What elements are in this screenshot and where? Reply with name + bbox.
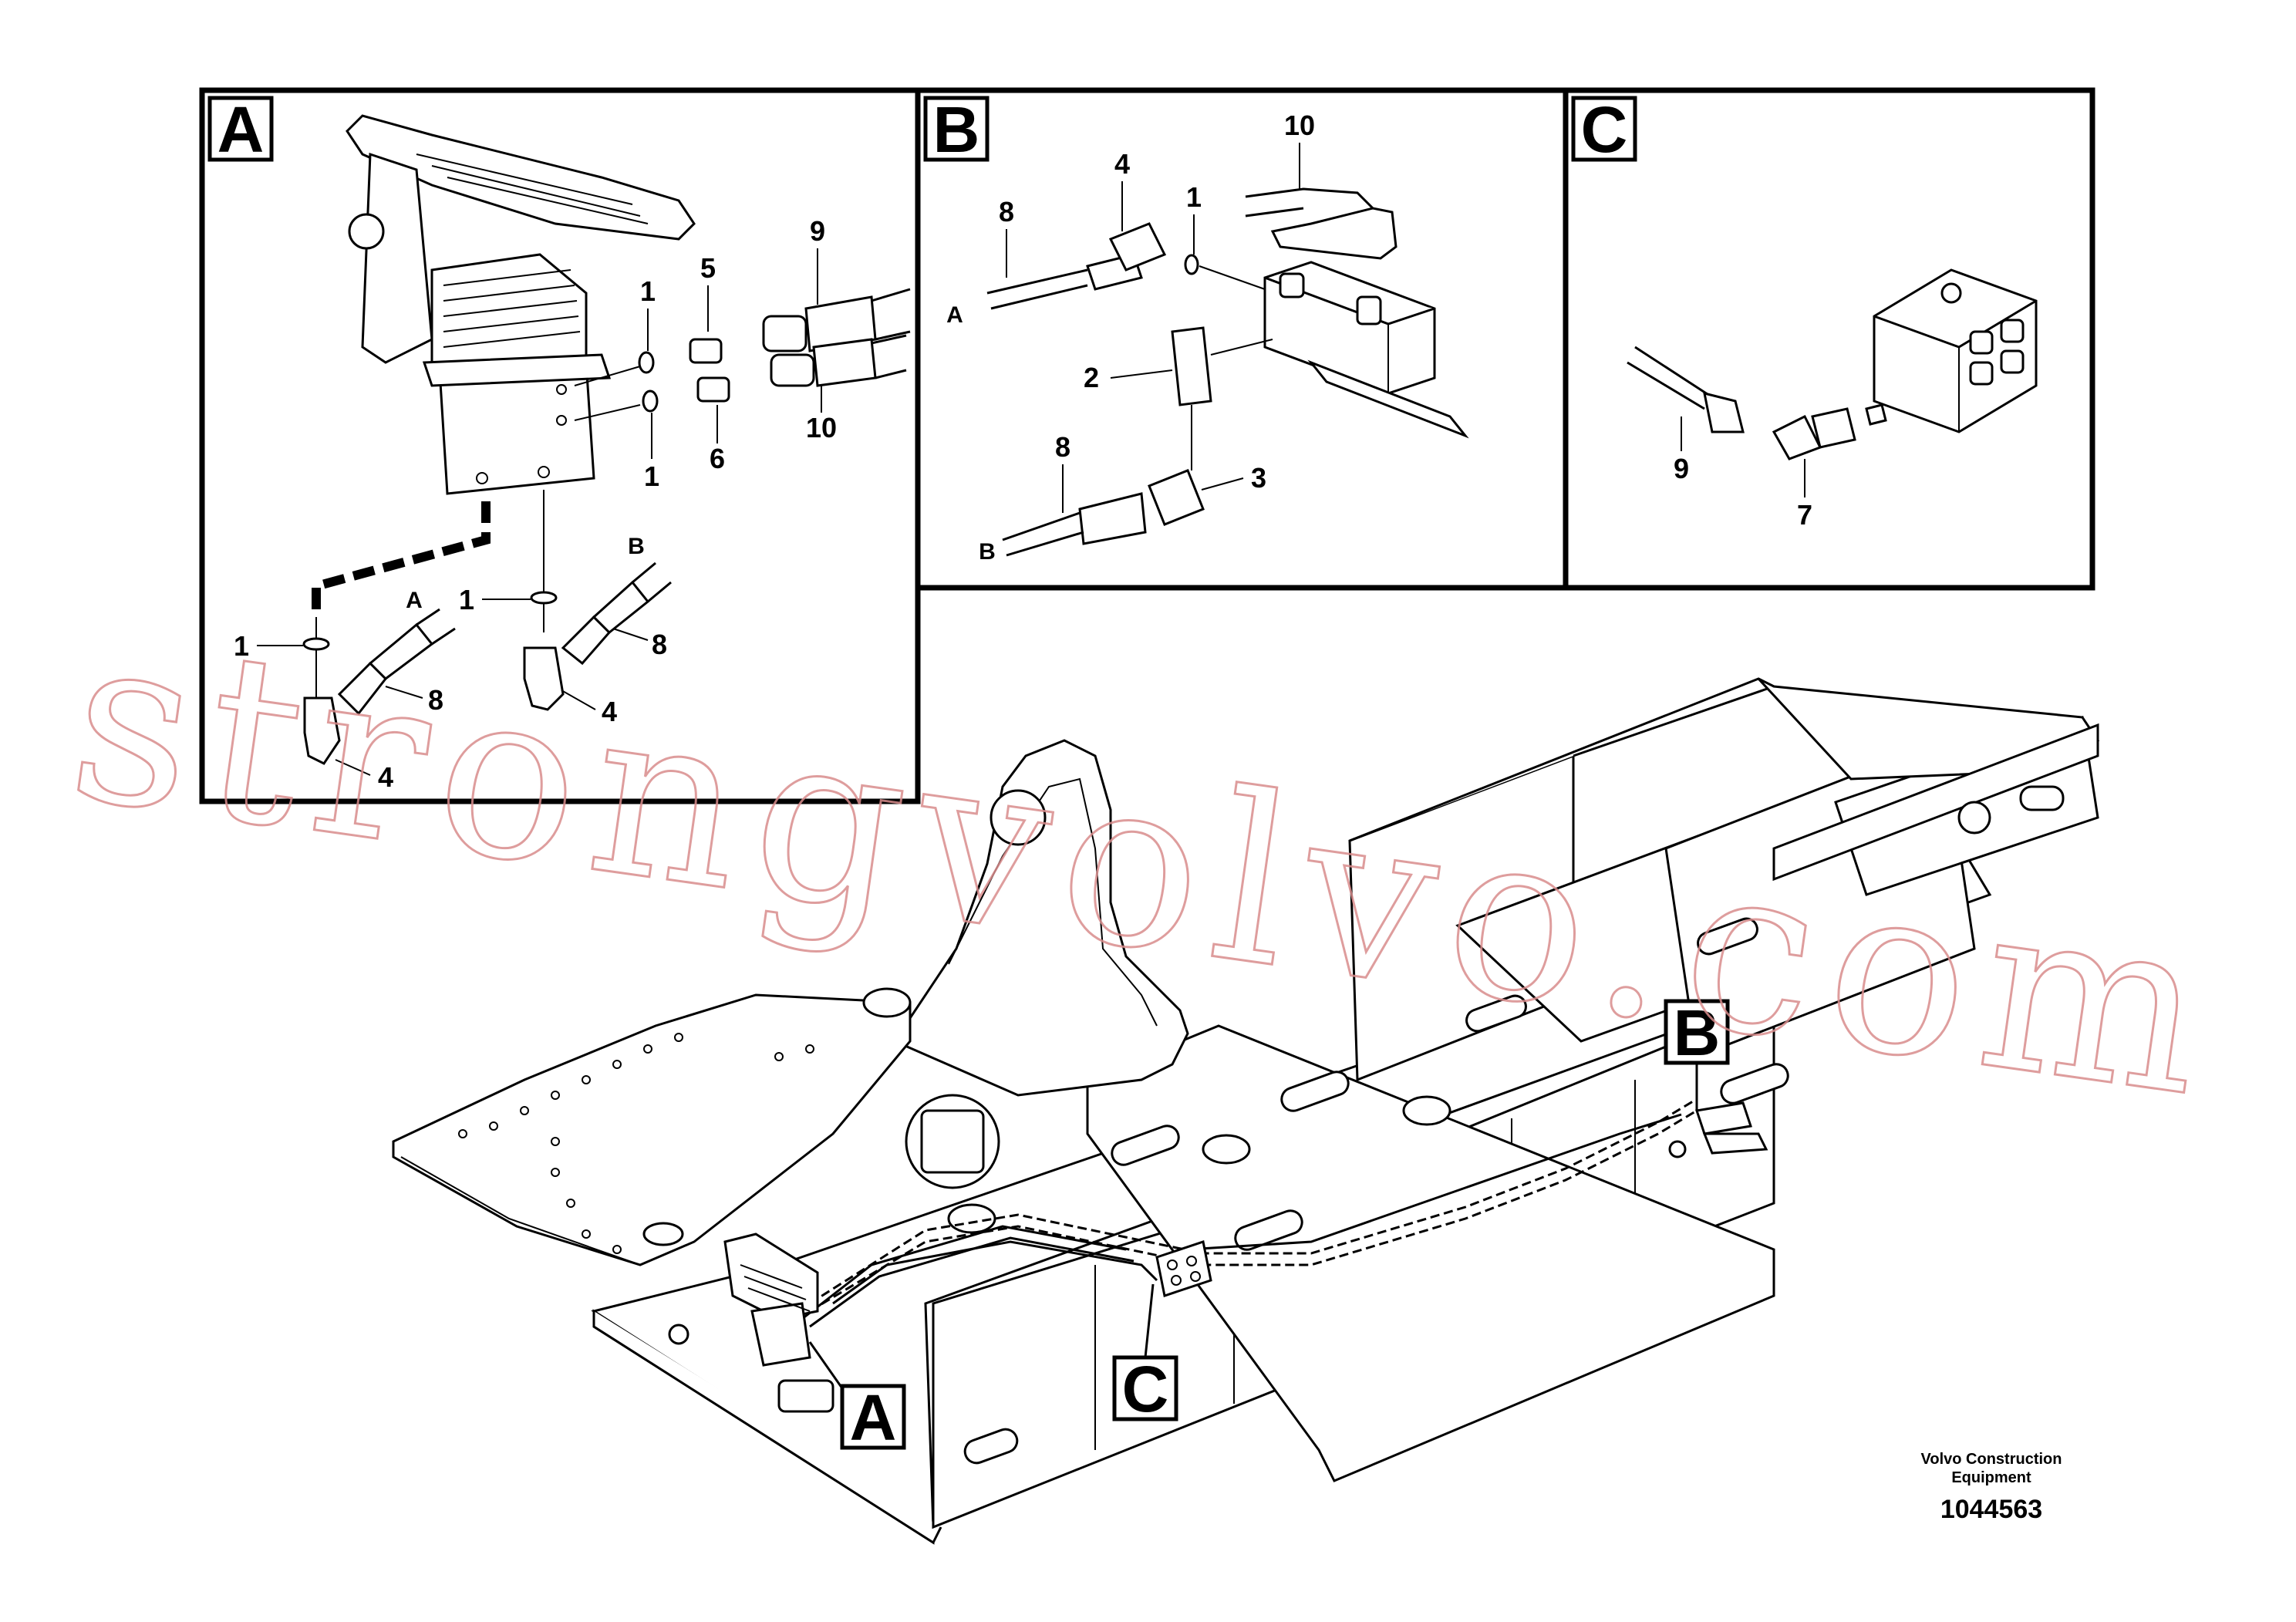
- panel-b-letter: B: [933, 93, 980, 166]
- hose-end-b: B: [628, 534, 645, 559]
- footer: Volvo Construction Equipment 1044563: [1921, 1451, 2062, 1524]
- callout-10: 10: [1284, 110, 1315, 141]
- hose-end-b: B: [979, 539, 996, 565]
- company-name-line1: Volvo Construction: [1921, 1451, 2062, 1468]
- callout-4: 4: [1114, 148, 1130, 180]
- overview-label-c: C: [1122, 1353, 1169, 1425]
- mounting-holes: [458, 987, 1451, 1254]
- overview-block-b: [1668, 1101, 1768, 1158]
- callout-7: 7: [1797, 499, 1812, 531]
- callout-9: 9: [1674, 453, 1689, 484]
- callout-8: 8: [1055, 431, 1070, 463]
- panel-c: C 9 7: [1563, 87, 2095, 591]
- valve-block-b: [1245, 187, 1469, 439]
- panel-a: A: [199, 87, 921, 804]
- callout-1: 1: [1186, 181, 1202, 213]
- callout-8: 8: [652, 629, 667, 660]
- callout-1: 1: [459, 584, 474, 615]
- panel-c-letter: C: [1581, 93, 1628, 166]
- lower-fittings: [302, 490, 672, 765]
- panel-b-callouts: 10 4 8 1 A 2 8 3 B: [946, 110, 1315, 565]
- callout-4: 4: [602, 696, 617, 727]
- hose-end-a: A: [946, 302, 963, 328]
- machine-frame-overview: B A C: [392, 677, 2100, 1545]
- company-name-line2: Equipment: [1951, 1469, 2031, 1486]
- callout-8: 8: [428, 684, 443, 716]
- callout-3: 3: [1251, 462, 1266, 494]
- overview-block-c: [1155, 1240, 1212, 1297]
- callout-2: 2: [1084, 362, 1099, 393]
- overview-label-b: B: [1674, 996, 1721, 1069]
- panel-b: B 10 4 8: [915, 87, 1569, 591]
- overview-labels: B A C: [808, 996, 1730, 1454]
- fittings-c: [1627, 346, 1887, 460]
- overview-label-a: A: [850, 1381, 897, 1454]
- valve-block-c: [1873, 268, 2038, 433]
- callout-1: 1: [640, 275, 656, 307]
- callout-4: 4: [378, 761, 393, 793]
- panel-a-callouts: 1 5 9 1 6 10 1 1 B 8 A 8 4 4: [234, 215, 837, 793]
- callout-8: 8: [999, 196, 1014, 228]
- foot-pedal-valve: [346, 114, 696, 495]
- hose-end-a: A: [406, 588, 423, 613]
- drawing-number: 1044563: [1940, 1495, 2042, 1524]
- callout-1: 1: [644, 460, 659, 492]
- upper-fittings: [574, 288, 911, 421]
- panel-a-letter: A: [217, 93, 265, 166]
- callout-6: 6: [710, 443, 725, 474]
- hose-routing: [801, 1098, 1698, 1328]
- overview-pedal: [723, 1233, 819, 1367]
- callout-10: 10: [806, 412, 837, 443]
- frame-slots: [668, 917, 1789, 1465]
- callout-1: 1: [234, 630, 249, 662]
- panel-c-callouts: 9 7: [1674, 416, 1812, 531]
- fittings-b: [986, 222, 1273, 557]
- callout-5: 5: [700, 252, 716, 284]
- callout-9: 9: [810, 215, 825, 247]
